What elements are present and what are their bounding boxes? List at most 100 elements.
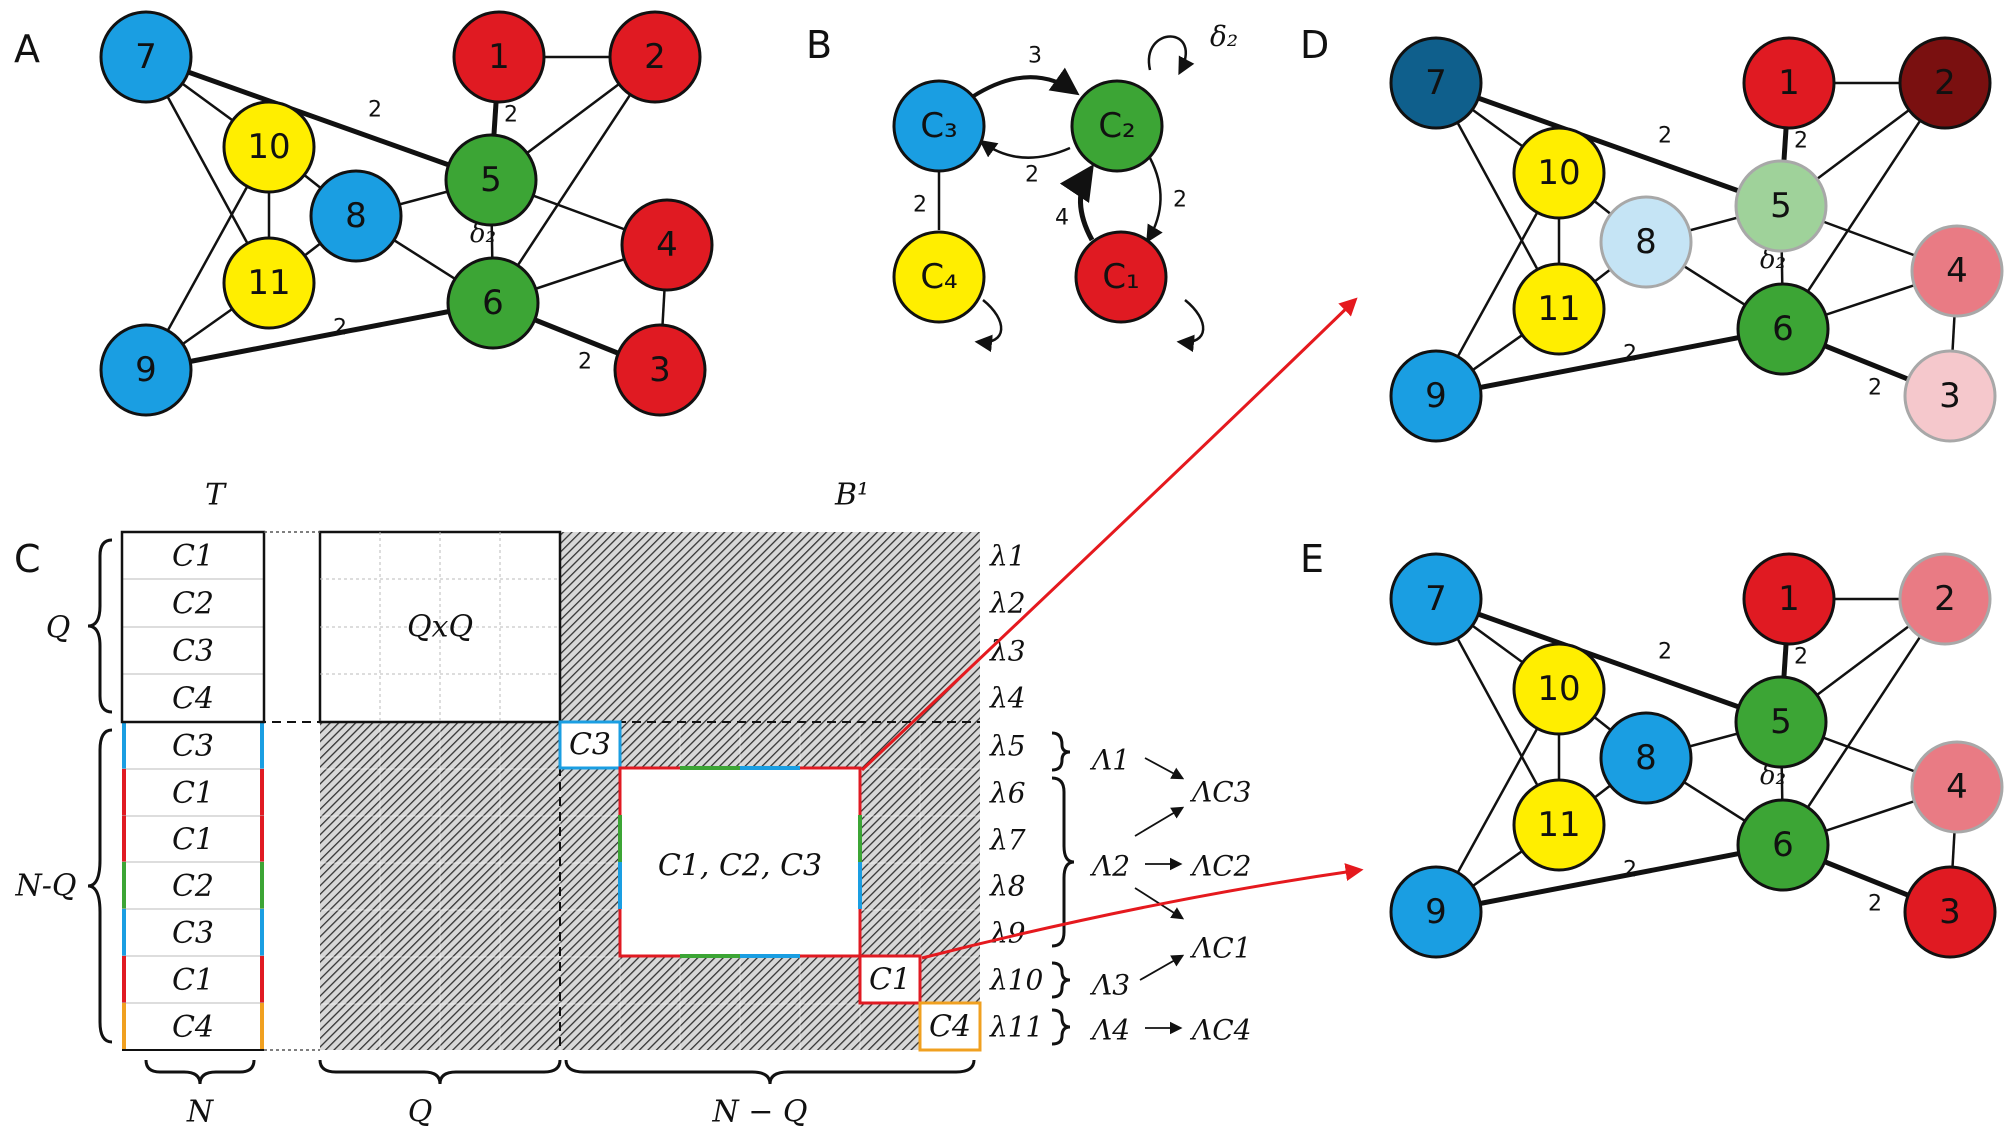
node-5 (444, 133, 538, 227)
node-6 (446, 256, 540, 350)
node-1 (1742, 552, 1836, 646)
brace-lambda2 (1051, 776, 1075, 948)
node-3 (613, 323, 707, 417)
t-row-label: C1 (172, 823, 214, 858)
node-label-2: 2 (1934, 63, 1956, 103)
edge-c3-c2 (970, 67, 1080, 99)
t-row-label: C1 (172, 776, 214, 811)
edge-weight-c2-c3: 2 (1025, 163, 1039, 188)
lambda-label: λ1 (989, 540, 1026, 573)
self-loop-c4 (974, 299, 1003, 353)
node-6 (1736, 798, 1830, 892)
edge-5-7 (145, 54, 492, 183)
block-c4 (918, 1001, 982, 1052)
cap-lambda-4: Λ4 (1089, 1014, 1130, 1047)
node-label-10: 10 (1537, 153, 1580, 193)
node-7 (99, 10, 193, 104)
community-node-c2 (1070, 79, 1164, 173)
node-2 (1898, 552, 1992, 646)
node-label-5: 5 (480, 160, 502, 200)
node-1 (1742, 36, 1836, 130)
node-label-10: 10 (1537, 669, 1580, 709)
node-label-11: 11 (1537, 289, 1580, 329)
block-c3-label: C3 (569, 728, 611, 763)
node-label-1: 1 (488, 37, 510, 77)
node-1 (452, 10, 546, 104)
node-label-1: 1 (1778, 63, 1800, 103)
arrow-l1-lc3 (1144, 757, 1185, 780)
node-label-4: 4 (1946, 251, 1968, 291)
lambda-label: λ5 (989, 730, 1026, 763)
t-row-label: C1 (172, 539, 214, 574)
node-label-9: 9 (135, 350, 157, 390)
cap-lambda-c1: ΛC1 (1189, 932, 1251, 965)
node-label-5: 5 (1770, 186, 1792, 226)
block-c4-label: C4 (929, 1010, 971, 1045)
lambda-label: λ6 (989, 777, 1026, 810)
node-10 (1512, 642, 1606, 736)
block-c1 (858, 954, 922, 1005)
hatch-top-right (560, 532, 980, 722)
block-c1c2c3-label: C1, C2, C3 (658, 849, 822, 884)
t-row-label: C2 (172, 587, 214, 622)
edge-weight-c3-c2: 3 (1028, 44, 1042, 69)
node-label-10: 10 (247, 127, 290, 167)
cap-lambda-c2: ΛC2 (1189, 850, 1251, 883)
arrow-l3-lc1 (1139, 954, 1185, 981)
panel-label-a: A (14, 27, 40, 71)
node-9 (1389, 349, 1483, 443)
matrix-b-label: B¹ (834, 478, 869, 513)
node-label-3: 3 (649, 350, 671, 390)
arrow-to-panel-e (921, 863, 1364, 960)
node-label-8: 8 (1635, 738, 1657, 778)
qxq-grid (320, 532, 560, 722)
edge-weight-label: 2 (1868, 892, 1882, 917)
brace-q-left (87, 538, 113, 714)
edge-2-6 (491, 56, 657, 304)
edge-weight-label: 2 (578, 350, 592, 375)
community-node-c4 (892, 230, 986, 324)
edge-weight-label: 2 (1868, 376, 1882, 401)
lambda-label: λ11 (989, 1011, 1043, 1044)
node-label-7: 7 (1425, 63, 1447, 103)
community-label-c4: C₄ (920, 257, 957, 297)
edge-weight-c2-c1: 2 (1173, 188, 1187, 213)
node-label-11: 11 (247, 263, 290, 303)
edge-weight-label: 2 (1794, 645, 1808, 670)
node-9 (99, 323, 193, 417)
brace-q-label: Q (46, 611, 71, 646)
lambda-label: λ2 (989, 587, 1026, 620)
node-5 (1734, 159, 1828, 253)
block-c3 (558, 720, 622, 770)
edge-weight-label: 2 (368, 98, 382, 123)
edge-6-9 (1435, 326, 1784, 399)
edge-weight-label: 2 (1623, 342, 1637, 367)
node-label-11: 11 (1537, 805, 1580, 845)
node-label-9: 9 (1425, 892, 1447, 932)
brace-q-bottom (318, 1059, 562, 1085)
lambda-label: λ4 (989, 682, 1026, 715)
lambda-label: λ8 (989, 870, 1026, 903)
edge-2-6 (1781, 82, 1947, 330)
t-row-label: C1 (172, 963, 214, 998)
node-label-6: 6 (482, 283, 504, 323)
node-2 (1898, 36, 1992, 130)
brace-lambda1 (1051, 731, 1071, 772)
node-11 (1512, 778, 1606, 872)
node-label-7: 7 (1425, 579, 1447, 619)
qxq-label: QxQ (407, 610, 473, 645)
brace-lambda4 (1051, 1008, 1071, 1046)
community-label-c2: C₂ (1098, 106, 1135, 146)
node-label-3: 3 (1939, 376, 1961, 416)
brace-nq-bottom (564, 1059, 976, 1085)
node-9 (1389, 865, 1483, 959)
node-10 (222, 100, 316, 194)
cap-lambda-c4: ΛC4 (1189, 1014, 1251, 1047)
edge-weight-label: 2 (333, 316, 347, 341)
cap-lambda-1: Λ1 (1089, 744, 1130, 777)
edge-weight-label: 2 (1658, 640, 1672, 665)
